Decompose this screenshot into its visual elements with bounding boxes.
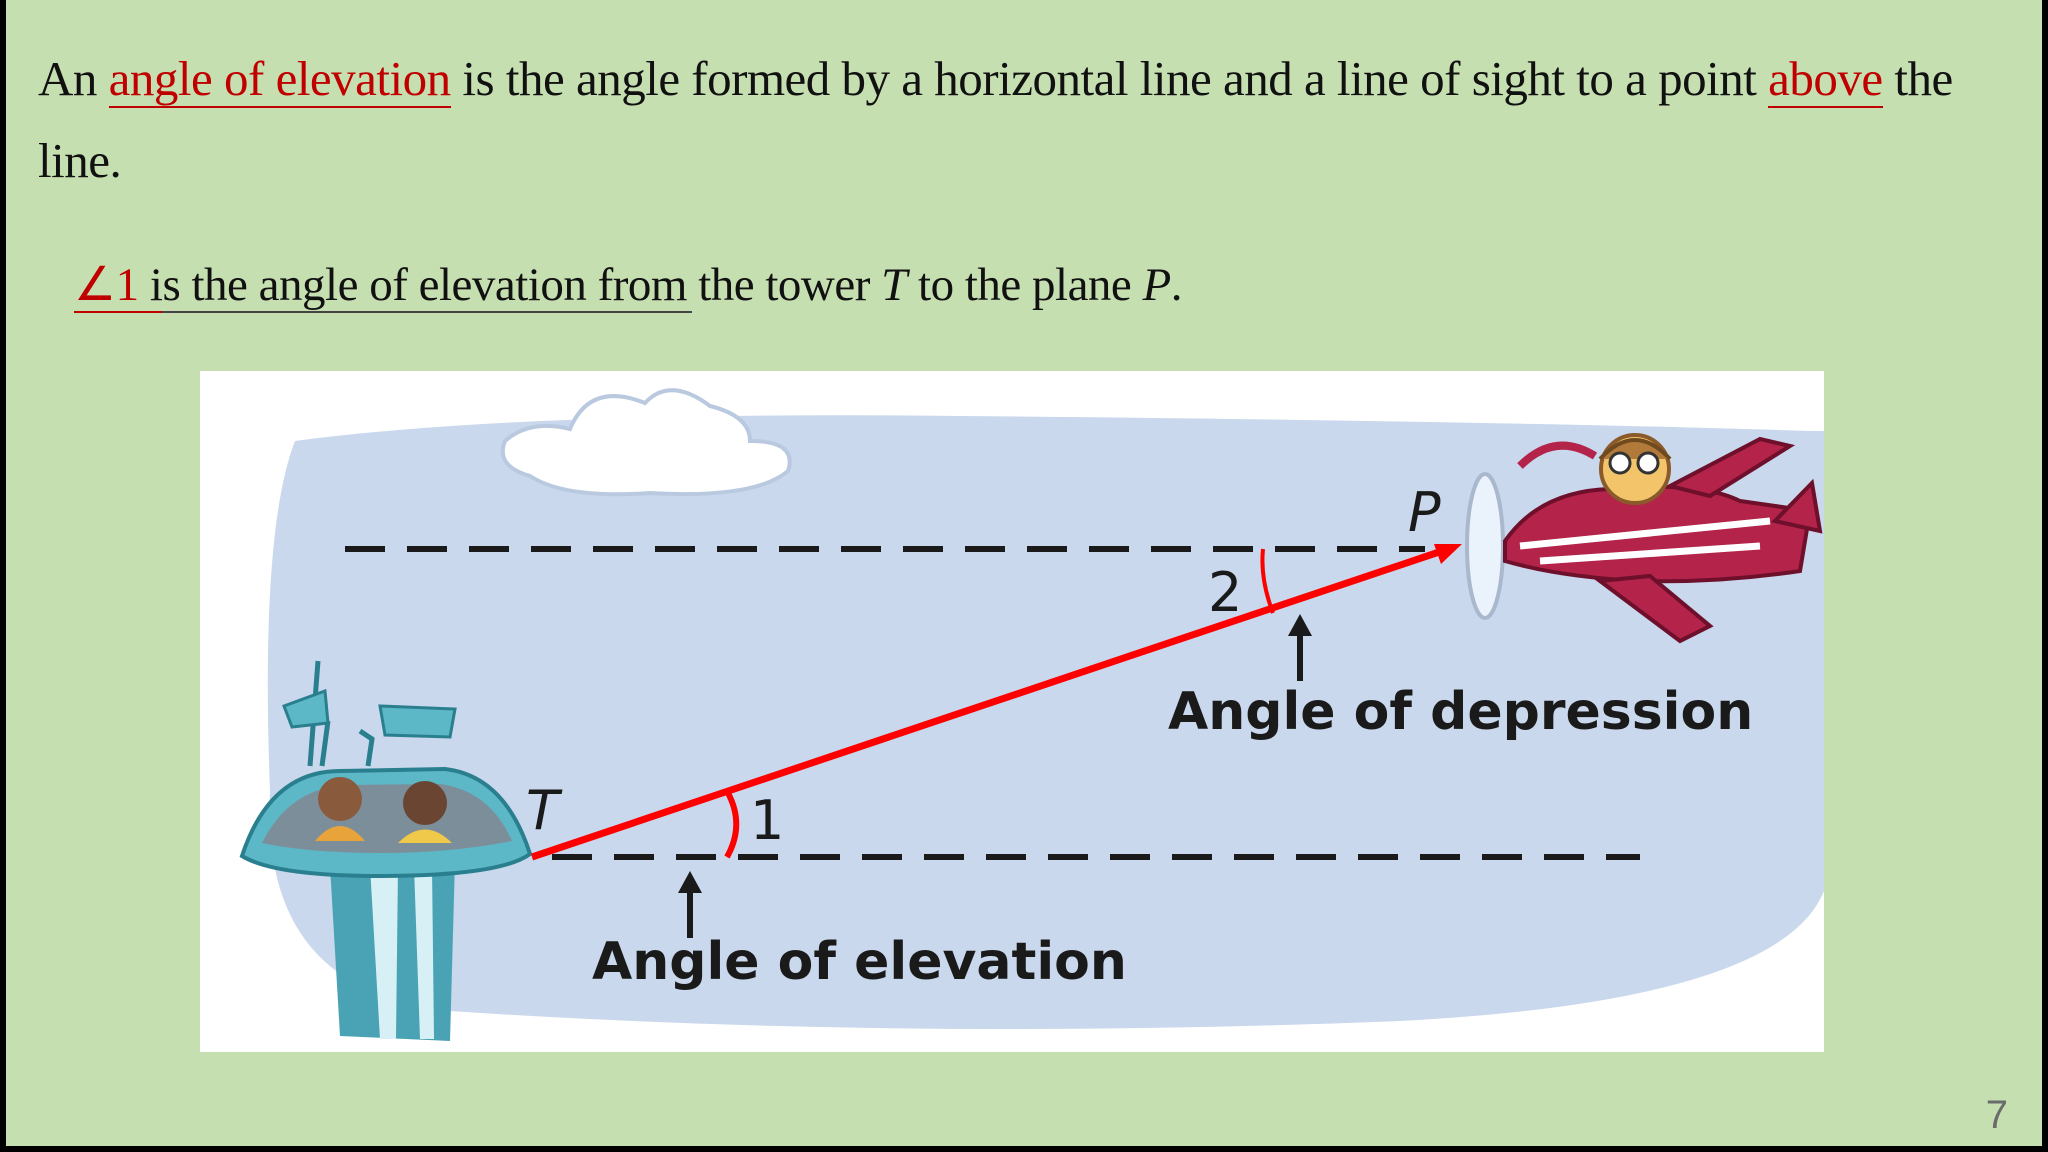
example-text-b: to the plane [906, 259, 1143, 311]
label-angle-of-depression: Angle of depression [1168, 682, 1753, 742]
example-end: . [1170, 259, 1183, 311]
definition-text: An angle of elevation is the angle forme… [38, 38, 2028, 202]
angle-symbol: ∠ [74, 259, 116, 311]
label-angle-2: 2 [1208, 561, 1242, 624]
cloud-icon [500, 388, 792, 497]
sky-background [267, 415, 1824, 1029]
definition-keyword-above: above [1768, 51, 1883, 108]
slide: An angle of elevation is the angle forme… [6, 0, 2042, 1146]
example-tower-letter: T [881, 259, 907, 311]
definition-suffix: the line. [38, 51, 1953, 188]
line-of-sight [530, 544, 1462, 861]
definition-term: angle of elevation [108, 51, 451, 108]
slide-number: 7 [1985, 1093, 2008, 1137]
elevation-pointer-arrow [678, 871, 702, 938]
angle-1-arc [724, 791, 740, 859]
label-point-p: P [1408, 481, 1441, 544]
example-text: ∠1 is the angle of elevation from the to… [74, 250, 1183, 320]
plane-icon [1465, 433, 1823, 644]
tower-icon [239, 660, 533, 1041]
angle-2-arc [1260, 548, 1275, 614]
label-point-t: T [526, 779, 563, 842]
definition-prefix: An [38, 51, 109, 106]
definition-middle: is the angle formed by a horizontal line… [450, 51, 1769, 106]
elevation-depression-diagram: T P 1 2 Angle of elevation Angle of depr… [200, 371, 1824, 1052]
angle-underline [74, 311, 162, 313]
example-plane-letter: P [1142, 259, 1172, 311]
example-text-a: is the angle of elevation from the tower [138, 259, 882, 311]
phrase-underline [162, 311, 692, 313]
angle-number: 1 [115, 259, 140, 311]
depression-pointer-arrow [1288, 614, 1312, 681]
label-angle-of-elevation: Angle of elevation [592, 932, 1127, 992]
line-of-sight-arrowhead [1434, 544, 1462, 564]
label-angle-1: 1 [750, 789, 784, 852]
